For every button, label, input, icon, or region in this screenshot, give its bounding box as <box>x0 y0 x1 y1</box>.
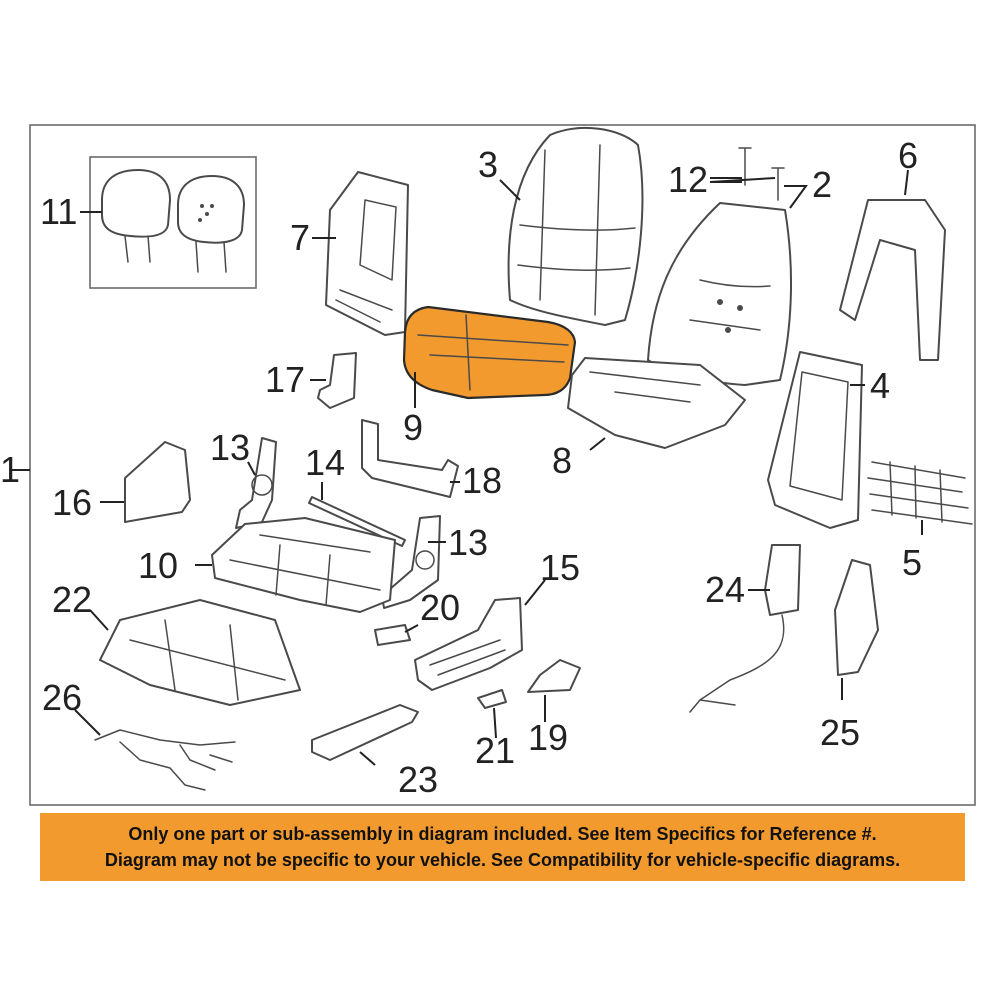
callout-1: 1 <box>0 449 20 490</box>
headrest-inset-box <box>89 156 257 289</box>
callout-12: 12 <box>668 159 708 200</box>
callout-24: 24 <box>705 569 745 610</box>
disclaimer-banner: Only one part or sub-assembly in diagram… <box>40 813 965 881</box>
part-9-seat-cushion-cover <box>402 305 577 400</box>
callout-23: 23 <box>398 759 438 800</box>
callout-9: 9 <box>403 407 423 448</box>
callout-15: 15 <box>540 547 580 588</box>
callout-18: 18 <box>462 460 502 501</box>
part-11-headrests <box>101 169 245 273</box>
callout-4: 4 <box>870 365 890 406</box>
part-21-knob <box>477 689 507 709</box>
part-6-side-trim <box>839 199 946 361</box>
part-3-back-cover <box>507 127 644 326</box>
disclaimer-line-2: Diagram may not be specific to your vehi… <box>104 850 901 870</box>
part-25-side-cover <box>834 559 879 676</box>
part-17-connector <box>317 352 357 409</box>
part-16-side-shield <box>124 441 191 523</box>
leader-lines <box>12 169 923 766</box>
part-26-wiring-harness <box>94 729 236 791</box>
part-4-back-frame <box>767 351 863 529</box>
part-2-back-pad <box>647 202 793 386</box>
part-7-back-panel <box>325 171 409 336</box>
callout-7: 7 <box>290 217 310 258</box>
callout-26: 26 <box>42 677 82 718</box>
callout-25: 25 <box>820 712 860 753</box>
callout-19: 19 <box>528 717 568 758</box>
callout-14: 14 <box>305 442 345 483</box>
callout-10: 10 <box>138 545 178 586</box>
part-13-recliner-right <box>381 515 441 609</box>
callout-22: 22 <box>52 579 92 620</box>
part-24-airbag-module <box>689 544 801 713</box>
callout-13b: 13 <box>448 522 488 563</box>
callout-16: 16 <box>52 482 92 523</box>
callout-6: 6 <box>898 135 918 176</box>
callout-21: 21 <box>475 730 515 771</box>
callout-2: 2 <box>812 164 832 205</box>
callout-3: 3 <box>478 144 498 185</box>
part-23-trim <box>311 704 419 761</box>
disclaimer-line-1: Only one part or sub-assembly in diagram… <box>128 824 877 844</box>
part-14-rod <box>308 496 406 547</box>
callout-11: 11 <box>40 191 77 232</box>
part-15-side-panel <box>414 597 523 691</box>
callout-13a: 13 <box>210 427 250 468</box>
part-19-handle <box>527 659 581 693</box>
part-8-cushion-pad <box>567 357 746 449</box>
callout-20: 20 <box>420 587 460 628</box>
part-12-pins <box>738 147 785 201</box>
diagram-frame <box>29 124 976 806</box>
part-18-bracket <box>361 419 459 498</box>
part-10-cushion-frame <box>211 517 396 613</box>
part-20-switch <box>374 624 411 646</box>
callout-8: 8 <box>552 440 572 481</box>
callout-17: 17 <box>265 359 305 400</box>
part-5-lumbar-spring <box>867 461 973 525</box>
part-22-seat-adjuster <box>99 599 301 706</box>
callout-5: 5 <box>902 542 922 583</box>
